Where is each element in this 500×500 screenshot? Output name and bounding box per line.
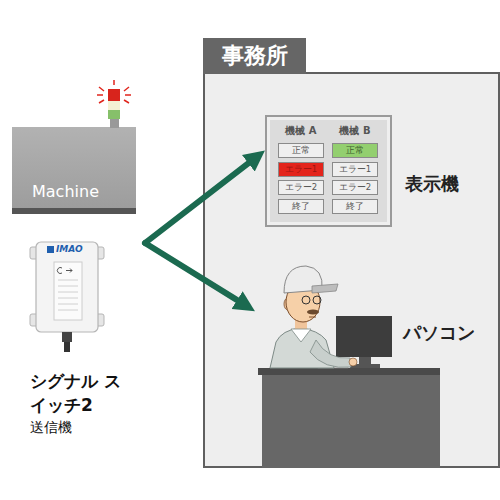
desk-front (262, 374, 440, 468)
neck (295, 318, 307, 329)
transmitter-device: シグナル スイッチ2送信機 (28, 238, 145, 433)
collar (291, 329, 311, 342)
pc-illustration (258, 266, 440, 468)
flow-arrow (145, 163, 249, 243)
panel-line (58, 286, 78, 287)
node-title: パソコン (403, 322, 483, 344)
mount-tab (95, 314, 104, 326)
mount-tab (30, 314, 39, 326)
device-panel (54, 262, 82, 320)
cap (284, 266, 322, 293)
cable-gland (62, 332, 72, 342)
node-title: エラー1 (279, 163, 323, 176)
mount-tab (95, 247, 104, 259)
light-ray (99, 100, 104, 103)
machine-box: Machine (12, 127, 136, 214)
node-title: エラー1 (333, 163, 377, 176)
logo-mark (47, 246, 54, 253)
mouth (309, 317, 316, 318)
node-title: 正常 (279, 144, 323, 157)
node-title: エラー2 (279, 181, 323, 194)
light-ray (97, 94, 103, 96)
node-title: シグナル スイッチ2 (30, 369, 130, 417)
panel-line (58, 280, 78, 281)
status-button: 正常 (278, 143, 324, 158)
panel-line (58, 298, 78, 299)
keyboard (318, 364, 348, 368)
office-box: 事務所表示機正常正常エラー1エラー1エラー2エラー2終了終了パソコン (203, 38, 500, 468)
panel-line (58, 304, 78, 305)
device-body (36, 242, 98, 332)
status-button: エラー1 (332, 162, 378, 177)
status-button: 終了 (278, 199, 324, 214)
red-lamp (108, 89, 120, 101)
light-ray (124, 87, 129, 91)
node-subtitle: 送信機 (30, 418, 130, 436)
pc-station: パソコン (255, 262, 480, 405)
panel-line (58, 310, 78, 311)
monitor (336, 316, 392, 357)
node-title: Machine (32, 182, 132, 202)
mount-tab (30, 247, 39, 259)
light-ray (113, 80, 115, 85)
glasses (302, 296, 310, 304)
device-icon (57, 268, 72, 274)
tower-base (110, 119, 119, 128)
node-title: 正常 (333, 144, 377, 157)
hand (349, 358, 357, 366)
light-ray (99, 87, 104, 91)
cable (64, 342, 70, 352)
status-button: 正常 (332, 143, 378, 158)
light-ray (125, 94, 131, 96)
yellow-lamp (108, 101, 120, 110)
light-ray (124, 100, 129, 103)
flow-arrow (145, 243, 238, 301)
status-button: エラー2 (332, 180, 378, 195)
uniform (270, 328, 334, 368)
node-title: エラー2 (333, 181, 377, 194)
face (286, 282, 320, 322)
panel-line (58, 292, 78, 293)
node-title: 事務所 (203, 38, 306, 74)
display-panel: 表示機正常正常エラー1エラー1エラー2エラー2終了終了 (265, 115, 470, 227)
status-button: エラー2 (278, 180, 324, 195)
glasses (313, 296, 321, 304)
mustache (307, 310, 319, 315)
node-title: 終了 (279, 200, 323, 213)
ear (284, 298, 292, 310)
cap-brim (312, 284, 338, 293)
monitor-stand (359, 357, 371, 365)
status-button: 終了 (332, 199, 378, 214)
green-lamp (108, 110, 120, 119)
desk-top (258, 368, 440, 375)
status-button: エラー1 (278, 162, 324, 177)
signal-tower (97, 80, 131, 128)
node-title: 終了 (333, 200, 377, 213)
brand-logo: IMAO (56, 244, 90, 254)
transmitter-illustration (30, 242, 104, 352)
node-title: 表示機 (405, 173, 470, 195)
arm (310, 340, 351, 367)
monitor-base (350, 364, 380, 368)
